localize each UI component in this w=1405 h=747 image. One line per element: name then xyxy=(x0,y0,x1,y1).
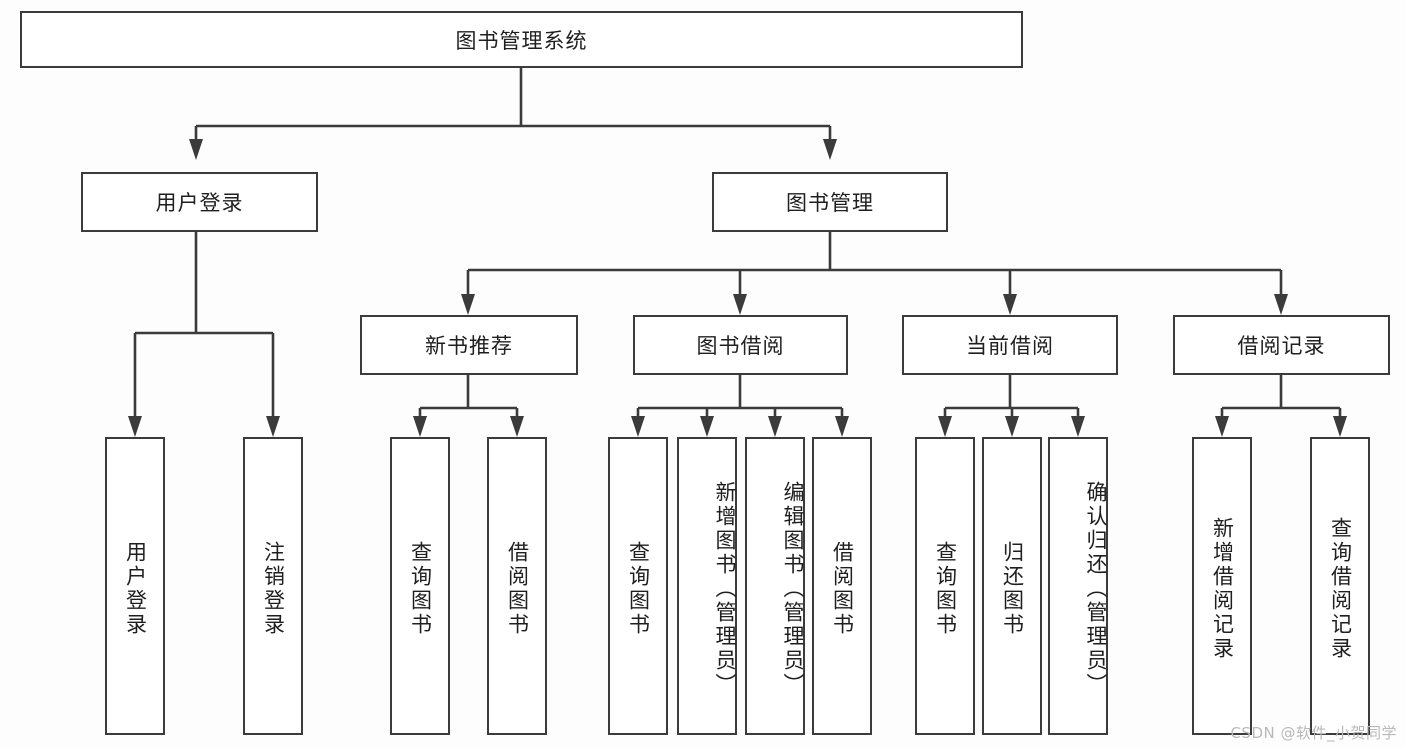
node-current-borrow[interactable]: 当前借阅 xyxy=(902,315,1118,375)
node-leaf-edit-book[interactable]: 编辑图书（管理员） xyxy=(745,437,805,735)
node-leaf-return-book[interactable]: 归还图书 xyxy=(982,437,1042,735)
arrowhead-current-borrow xyxy=(1003,294,1017,315)
node-leaf-confirm-return[interactable]: 确认归还（管理员） xyxy=(1048,437,1108,735)
node-root[interactable]: 图书管理系统 xyxy=(20,11,1023,68)
arrowhead-leaf-add-book xyxy=(700,416,714,437)
arrowhead-book-borrow xyxy=(733,294,747,315)
node-borrow-record[interactable]: 借阅记录 xyxy=(1173,315,1390,375)
arrowhead-leaf-user-login xyxy=(128,416,142,437)
node-leaf-borrow-book-2[interactable]: 借阅图书 xyxy=(812,437,872,735)
node-leaf-borrow-book-1[interactable]: 借阅图书 xyxy=(487,437,547,735)
arrowhead-leaf-return-book xyxy=(1005,416,1019,437)
arrowhead-leaf-add-record xyxy=(1215,416,1229,437)
arrowhead-leaf-query-book-2 xyxy=(631,416,645,437)
arrowhead-borrow-record xyxy=(1274,294,1288,315)
node-book-management[interactable]: 图书管理 xyxy=(712,172,948,232)
arrowhead-leaf-query-book-3 xyxy=(938,416,952,437)
node-user-login[interactable]: 用户登录 xyxy=(81,172,318,232)
arrowhead-leaf-confirm-return xyxy=(1071,416,1085,437)
node-new-book-recommend[interactable]: 新书推荐 xyxy=(360,315,578,375)
node-leaf-query-book-2[interactable]: 查询图书 xyxy=(608,437,668,735)
arrowhead-leaf-query-record xyxy=(1333,416,1347,437)
arrowhead-leaf-borrow-book-2 xyxy=(835,416,849,437)
node-leaf-add-book[interactable]: 新增图书（管理员） xyxy=(677,437,737,735)
arrowhead-leaf-borrow-book-1 xyxy=(510,416,524,437)
node-leaf-logout[interactable]: 注销登录 xyxy=(243,437,303,735)
arrowhead-book-management xyxy=(823,139,837,160)
node-leaf-user-login[interactable]: 用户登录 xyxy=(105,437,165,735)
node-leaf-add-record[interactable]: 新增借阅记录 xyxy=(1192,437,1252,735)
arrowhead-leaf-edit-book xyxy=(768,416,782,437)
arrowhead-leaf-query-book-1 xyxy=(413,416,427,437)
node-leaf-query-record[interactable]: 查询借阅记录 xyxy=(1310,437,1370,735)
arrowhead-leaf-logout xyxy=(266,416,280,437)
node-leaf-query-book-1[interactable]: 查询图书 xyxy=(390,437,450,735)
arrowhead-new-book-recommend xyxy=(461,294,475,315)
arrowhead-user-login xyxy=(189,139,203,160)
node-book-borrow[interactable]: 图书借阅 xyxy=(633,315,848,375)
node-leaf-query-book-3[interactable]: 查询图书 xyxy=(915,437,975,735)
